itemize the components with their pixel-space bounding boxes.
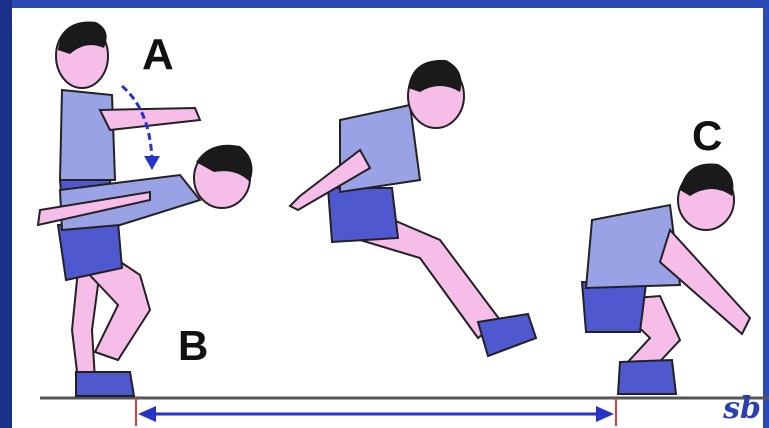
label-b: B bbox=[178, 322, 208, 370]
double-arrow-icon bbox=[138, 406, 614, 422]
figure-flying bbox=[290, 60, 536, 356]
label-c: C bbox=[692, 112, 722, 160]
label-a: A bbox=[142, 30, 174, 80]
signature: sb bbox=[723, 391, 761, 426]
figure-landing bbox=[582, 164, 750, 394]
curved-arrow-head-icon bbox=[144, 156, 160, 170]
